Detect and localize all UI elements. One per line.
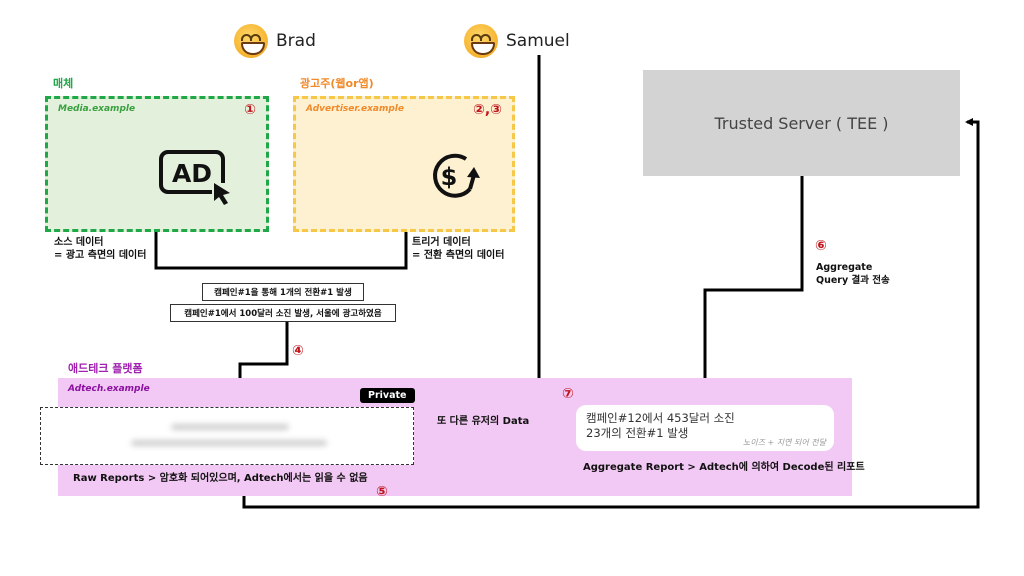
svg-text:AD: AD	[172, 159, 212, 188]
encrypted-text	[131, 440, 327, 446]
step-1-badge: ①	[244, 102, 256, 118]
grinning-face-icon	[234, 24, 268, 58]
aggregate-line: 캠페인#12에서 453달러 소진	[586, 411, 735, 425]
adtech-domain: Adtech.example	[68, 384, 150, 394]
raw-to-tee-connector	[242, 118, 980, 509]
encrypted-text	[171, 424, 289, 430]
aggregate-line: 23개의 전환#1 발생	[586, 426, 689, 440]
caption-line: = 전환 측면의 데이터	[412, 250, 505, 261]
step-4-badge: ④	[292, 343, 304, 359]
aggregate-query-caption: Aggregate Query 결과 전송	[816, 261, 890, 287]
other-user-data-label: 또 다른 유저의 Data	[437, 416, 530, 427]
actor-name: Samuel	[506, 31, 570, 51]
step-2-3-badge: ②,③	[472, 102, 502, 118]
caption-line: Aggregate	[816, 262, 873, 273]
spend-note: 캠페인#1에서 100달러 소진 발생, 서울에 광고하였음	[170, 304, 396, 322]
trusted-server-box: Trusted Server ( TEE )	[643, 70, 960, 176]
media-box: Media.example ① AD	[45, 96, 269, 232]
conversion-note: 캠페인#1을 통해 1개의 전환#1 발생	[202, 283, 364, 301]
actor-samuel: Samuel	[464, 24, 570, 58]
step-7-badge: ⑦	[562, 386, 574, 402]
tee-result-connector	[701, 176, 804, 402]
actor-brad: Brad	[234, 24, 316, 58]
adtech-section-label: 애드테크 플랫폼	[68, 362, 143, 375]
trigger-data-caption: 트리거 데이터 = 전환 측면의 데이터	[412, 236, 504, 262]
raw-reports-box	[40, 407, 414, 465]
source-trigger-connector	[154, 228, 408, 270]
trusted-server-title: Trusted Server ( TEE )	[714, 113, 889, 133]
aggregate-result-box: 캠페인#12에서 453달러 소진 23개의 전환#1 발생 노이즈 + 지연 …	[576, 405, 834, 451]
aggregate-report-caption: Aggregate Report > Adtech에 의하여 Decode된 리…	[583, 462, 865, 473]
caption-line: 소스 데이터	[54, 237, 104, 248]
caption-line: Query 결과 전송	[816, 275, 890, 286]
step-6-badge: ⑥	[815, 238, 827, 254]
dollar-refresh-icon: $	[433, 153, 480, 198]
caption-line: 트리거 데이터	[412, 237, 471, 248]
actor-name: Brad	[276, 31, 316, 51]
media-section-label: 매체	[53, 77, 74, 90]
ad-click-icon: AD	[159, 150, 230, 205]
svg-text:$: $	[441, 163, 458, 191]
noise-delay-note: 노이즈 + 지연 되어 전달	[742, 438, 826, 447]
caption-line: = 광고 측면의 데이터	[54, 250, 147, 261]
raw-reports-caption: Raw Reports > 암호화 되어있으며, Adtech에서는 읽을 수 …	[73, 473, 368, 484]
advertiser-section-label: 광고주(웹or앱)	[300, 77, 374, 90]
private-badge: Private	[360, 388, 415, 403]
grinning-face-icon	[464, 24, 498, 58]
source-data-caption: 소스 데이터 = 광고 측면의 데이터	[54, 236, 146, 262]
media-domain: Media.example	[58, 104, 136, 114]
step-5-badge: ⑤	[376, 484, 388, 500]
advertiser-box: Advertiser.example ②,③ $	[293, 96, 515, 232]
advertiser-domain: Advertiser.example	[306, 104, 404, 114]
